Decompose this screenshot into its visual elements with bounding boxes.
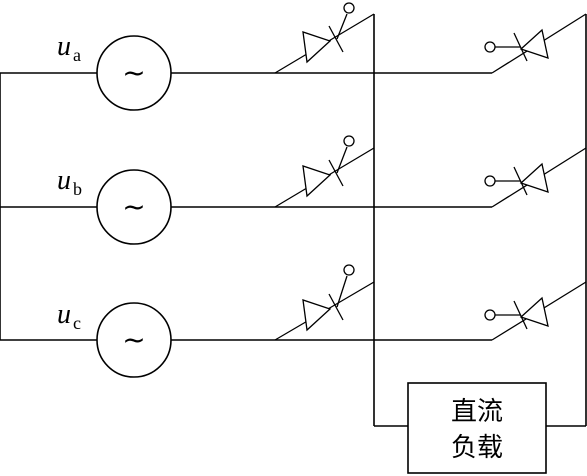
source-b-tilde-icon: ~ (122, 190, 145, 223)
thyristor-lower-c-triangle-icon (519, 296, 549, 327)
thyristor-lower-a-cathode-bar (513, 32, 528, 62)
thyristor-upper-b-gate-lead (336, 146, 348, 174)
thyristor-upper-b-gate-terminal (343, 135, 355, 147)
thyristor-lower-b (484, 147, 587, 208)
thyristor-upper-c-gate-terminal (343, 264, 355, 276)
thyristor-lower-b-cathode-bar (513, 166, 528, 196)
dc-load-label-line2: 负载 (451, 433, 503, 463)
thyristor-upper-a-triangle-icon (302, 31, 332, 64)
thyristor-upper-b-cathode-bar (328, 159, 344, 187)
thyristor-lower-a-triangle-icon (519, 28, 549, 59)
source-c-tilde-icon: ~ (122, 323, 145, 356)
thyristor-lower-a-gate-terminal (484, 41, 496, 53)
thyristor-upper-a-cathode-bar (328, 25, 344, 53)
thyristor-upper-c-cathode-bar (328, 293, 344, 321)
thyristor-upper-a (274, 2, 375, 74)
thyristor-upper-c-gate-lead (336, 275, 348, 308)
source-a-tilde-icon: ~ (122, 56, 145, 89)
thyristor-lower-a (484, 13, 587, 74)
thyristor-lower-b-triangle-icon (519, 162, 549, 193)
thyristor-lower-c-cathode-bar (513, 300, 528, 330)
thyristor-lower-b-gate-terminal (484, 175, 496, 187)
thyristor-upper-c (274, 264, 375, 341)
thyristor-upper-a-gate-lead (336, 13, 348, 40)
dc-load-label-line1: 直流 (451, 397, 503, 427)
thyristor-upper-c-triangle-icon (302, 299, 332, 332)
thyristor-upper-a-gate-terminal (343, 2, 355, 14)
thyristor-upper-b (274, 135, 375, 208)
thyristor-lower-c (484, 281, 587, 341)
thyristor-lower-c-gate-terminal (484, 309, 496, 321)
thyristor-upper-b-triangle-icon (302, 165, 332, 198)
dc-load-box (407, 382, 547, 474)
